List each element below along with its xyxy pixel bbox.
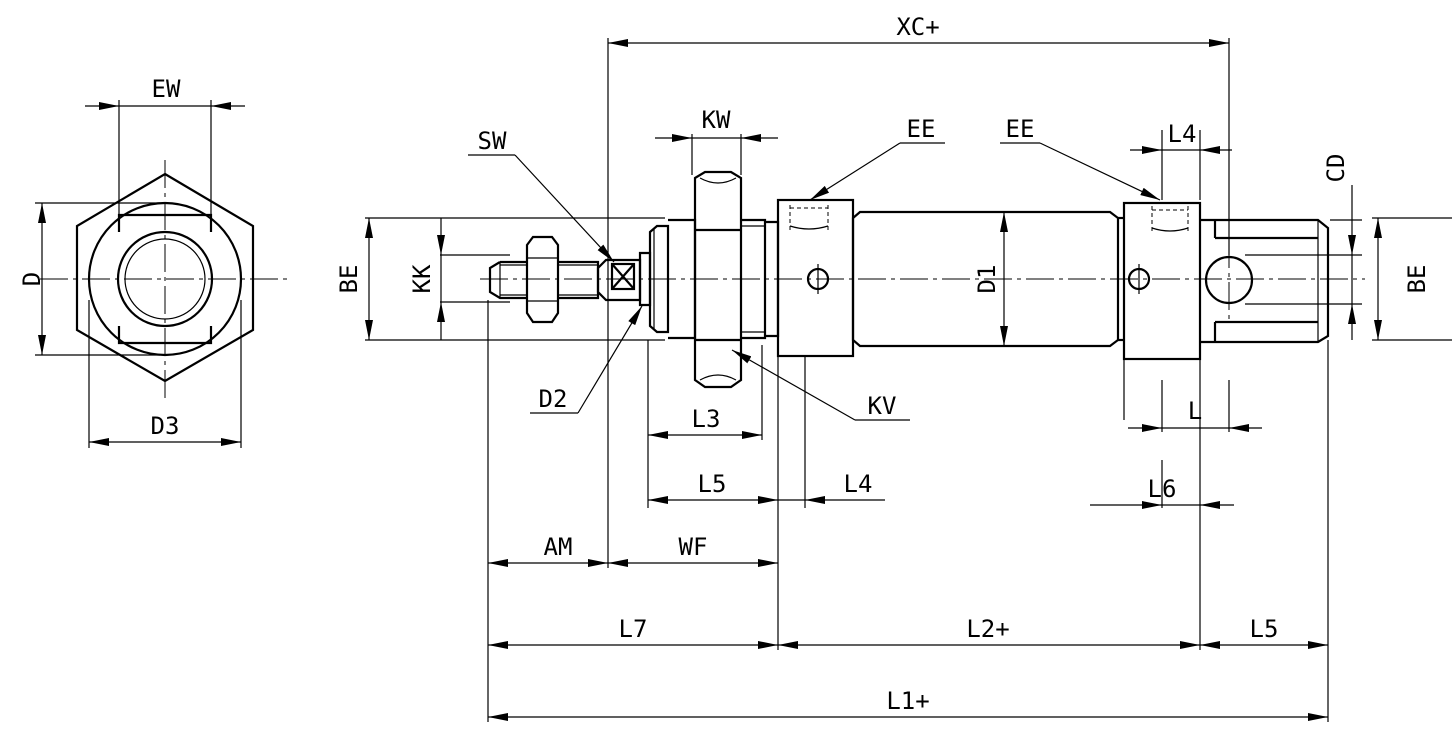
mounting-nut (693, 170, 743, 389)
label-kv: KV (868, 392, 897, 420)
label-wf: WF (679, 533, 708, 561)
label-xc: XC+ (896, 13, 939, 41)
label-d2: D2 (539, 385, 568, 413)
label-l7: L7 (619, 615, 648, 643)
side-view (365, 38, 1452, 722)
dimension-labels: EW D D3 XC+ SW KW EE EE L4 CD BE KK D1 B… (18, 13, 1431, 715)
label-be-left: BE (335, 265, 363, 294)
label-sw: SW (478, 127, 507, 155)
label-kw: KW (702, 106, 731, 134)
label-ew: EW (152, 75, 181, 103)
label-l4-mid: L4 (844, 470, 873, 498)
label-l5-mid: L5 (698, 470, 727, 498)
label-l3: L3 (692, 405, 721, 433)
wrench-flat (596, 258, 642, 302)
label-am: AM (544, 533, 573, 561)
end-view (35, 100, 290, 448)
label-l6: L6 (1148, 475, 1177, 503)
rear-end-block (1118, 201, 1202, 361)
label-ee-left: EE (907, 115, 936, 143)
label-be-right: BE (1403, 265, 1431, 294)
label-d3: D3 (151, 412, 180, 440)
label-d1: D1 (973, 265, 1001, 294)
label-l2: L2+ (966, 615, 1009, 643)
label-d: D (18, 272, 46, 286)
label-l5-right: L5 (1250, 615, 1279, 643)
label-l4-top: L4 (1168, 120, 1197, 148)
label-ee-right: EE (1006, 115, 1035, 143)
front-end-block (776, 198, 855, 358)
label-l: L (1188, 397, 1202, 425)
rear-clevis (1200, 218, 1330, 344)
label-cd: CD (1322, 154, 1350, 183)
rod-thread (488, 260, 527, 300)
label-kk: KK (408, 264, 436, 293)
rod-nut (525, 235, 560, 324)
label-l1: L1+ (886, 687, 929, 715)
